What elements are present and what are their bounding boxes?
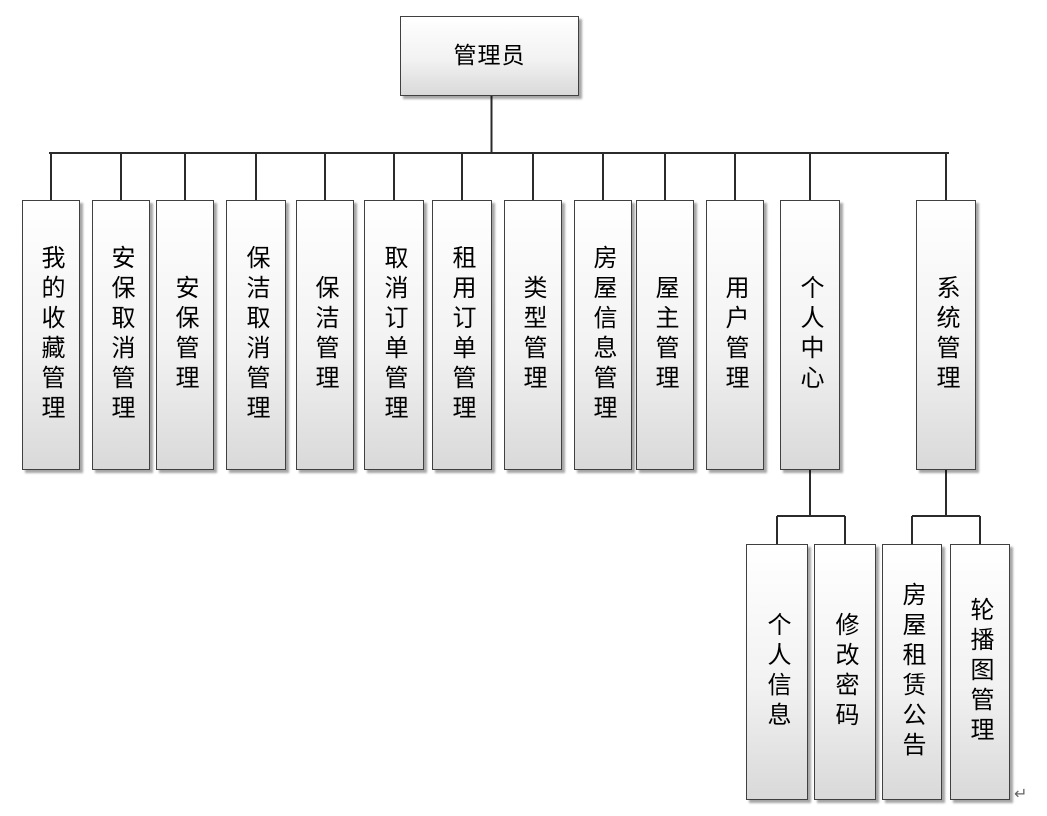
module-node-user-label: 用户管理 bbox=[721, 275, 749, 395]
module-node-type: 类型管理 bbox=[504, 200, 562, 470]
module-node-system-label: 系统管理 bbox=[932, 275, 960, 395]
module-node-cancel-order: 取消订单管理 bbox=[364, 200, 424, 470]
module-node-rent-order-label: 租用订单管理 bbox=[448, 245, 476, 425]
module-node-cleaning-cancel-label: 保洁取消管理 bbox=[242, 245, 270, 425]
module-node-system: 系统管理 bbox=[916, 200, 976, 470]
root-node-admin-label: 管理员 bbox=[453, 42, 526, 69]
submodule-node-rental-notice-label: 房屋租赁公告 bbox=[898, 582, 926, 762]
module-node-cleaning-cancel: 保洁取消管理 bbox=[226, 200, 286, 470]
module-node-cleaning-label: 保洁管理 bbox=[311, 275, 339, 395]
module-node-personal-center-label: 个人中心 bbox=[796, 275, 824, 395]
module-node-type-label: 类型管理 bbox=[519, 275, 547, 395]
submodule-node-carousel: 轮播图管理 bbox=[950, 544, 1010, 800]
module-node-house-info-label: 房屋信息管理 bbox=[589, 245, 617, 425]
module-node-favorites-label: 我的收藏管理 bbox=[37, 245, 65, 425]
module-node-cancel-order-label: 取消订单管理 bbox=[380, 245, 408, 425]
root-node-admin: 管理员 bbox=[400, 16, 579, 96]
module-node-security-cancel-label: 安保取消管理 bbox=[107, 245, 135, 425]
submodule-node-rental-notice: 房屋租赁公告 bbox=[882, 544, 942, 800]
module-node-favorites: 我的收藏管理 bbox=[22, 200, 80, 470]
module-node-cleaning: 保洁管理 bbox=[296, 200, 354, 470]
submodule-node-change-password-label: 修改密码 bbox=[831, 612, 859, 732]
submodule-node-personal-info: 个人信息 bbox=[746, 544, 808, 800]
module-node-user: 用户管理 bbox=[706, 200, 764, 470]
module-node-security-cancel: 安保取消管理 bbox=[92, 200, 150, 470]
module-node-personal-center: 个人中心 bbox=[780, 200, 840, 470]
module-node-landlord-label: 屋主管理 bbox=[651, 275, 679, 395]
module-node-security: 安保管理 bbox=[156, 200, 214, 470]
module-node-rent-order: 租用订单管理 bbox=[432, 200, 492, 470]
submodule-node-personal-info-label: 个人信息 bbox=[763, 612, 791, 732]
submodule-node-carousel-label: 轮播图管理 bbox=[966, 597, 994, 747]
submodule-node-change-password: 修改密码 bbox=[814, 544, 876, 800]
paragraph-return-mark: ↵ bbox=[1014, 784, 1028, 803]
module-node-landlord: 屋主管理 bbox=[636, 200, 694, 470]
module-node-security-label: 安保管理 bbox=[171, 275, 199, 395]
module-node-house-info: 房屋信息管理 bbox=[574, 200, 632, 470]
